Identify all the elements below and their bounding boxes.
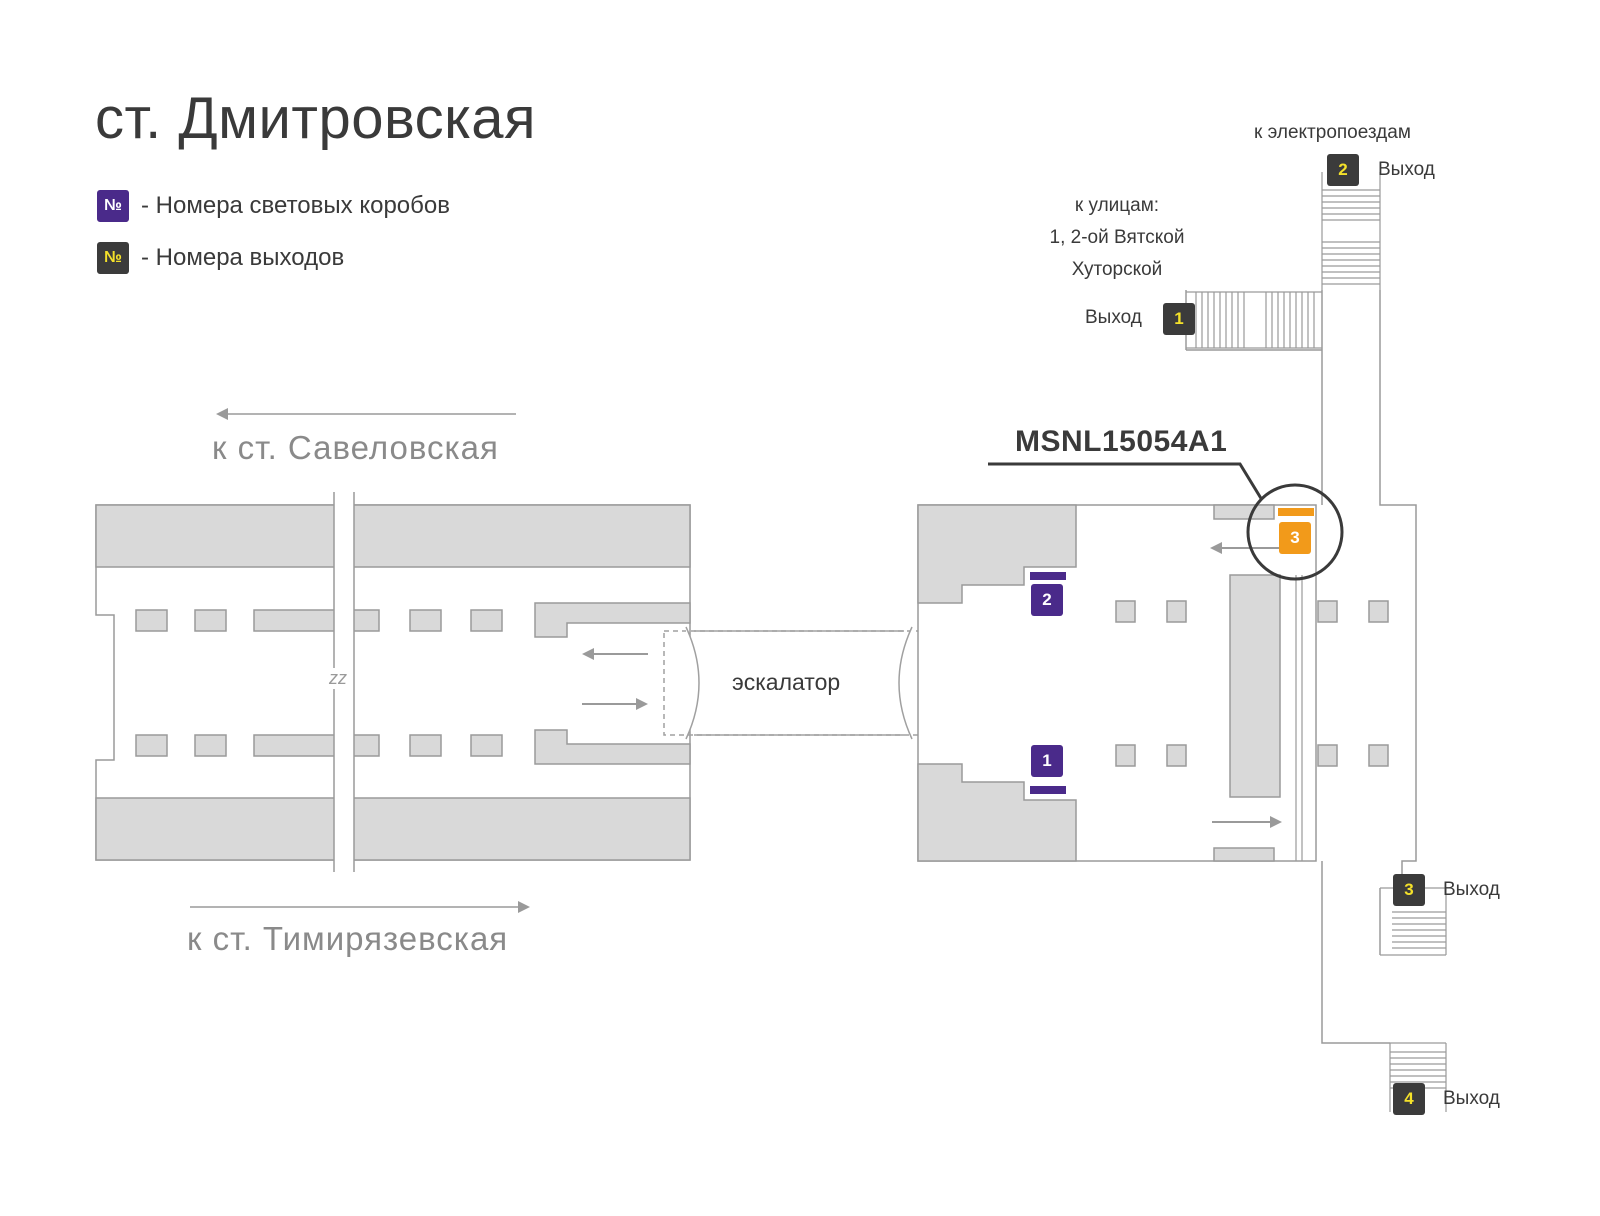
stairs-exit-1 <box>1186 291 1322 349</box>
exit-3-badge: 3 <box>1393 874 1425 906</box>
cash-desk-top <box>1213 504 1275 520</box>
legend-exits-label: - Номера выходов <box>141 244 345 271</box>
to-streets-line-2: 1, 2-ой Вятской <box>1049 227 1185 248</box>
to-streets-label: к улицам: 1, 2-ой Вятской Хуторской <box>1042 190 1192 286</box>
exit-2-badge: 2 <box>1327 154 1359 186</box>
track-break-mark: zz <box>329 668 347 689</box>
exit-2-label: Выход <box>1378 159 1435 180</box>
vestibule-hall <box>917 504 1389 862</box>
exit-3-label: Выход <box>1443 879 1500 900</box>
underground-passage <box>1185 290 1417 1044</box>
to-trains-label: к электропоездам <box>1254 122 1411 143</box>
to-streets-line-1: к улицам: <box>1074 195 1160 216</box>
legend-light-boxes: № - Номера световых коробов <box>97 189 450 223</box>
landing-wall-top <box>534 602 691 638</box>
legend-exits: № - Номера выходов <box>97 241 344 275</box>
light-box-1-badge: 1 <box>1031 745 1063 777</box>
legend-light-boxes-label: - Номера световых коробов <box>141 192 450 219</box>
exit-legend-icon: № <box>97 242 129 274</box>
turnstile-block <box>1229 574 1281 798</box>
exit-1-label: Выход <box>1085 307 1142 328</box>
highlighted-box-code: MSNL15054A1 <box>1015 425 1228 458</box>
stairs-exit-2 <box>1321 172 1381 290</box>
to-streets-line-3: Хуторской <box>1071 259 1163 280</box>
vestibule-columns <box>1115 600 1389 767</box>
vestibule-wall-top <box>917 504 1077 604</box>
light-box-1-bar <box>1030 786 1066 794</box>
page-title: ст. Дмитровская <box>95 86 536 151</box>
exit-4-label: Выход <box>1443 1088 1500 1109</box>
light-box-2-bar <box>1030 572 1066 580</box>
columns-top <box>135 609 503 632</box>
exit-4-badge: 4 <box>1393 1083 1425 1115</box>
platform-hall <box>95 492 691 872</box>
escalator-label: эскалатор <box>732 669 841 695</box>
light-box-legend-icon: № <box>97 190 129 222</box>
cash-desk-bottom <box>1213 847 1275 862</box>
track-bottom <box>95 797 691 861</box>
track-top <box>95 504 691 568</box>
direction-timiryazevskaya: к ст. Тимирязевская <box>187 920 509 957</box>
landing-wall-bottom <box>534 729 691 765</box>
exit-1-badge: 1 <box>1163 303 1195 335</box>
light-box-2-badge: 2 <box>1031 584 1063 616</box>
light-box-3-bar <box>1278 508 1314 516</box>
direction-savelovskaya: к ст. Савеловская <box>212 429 499 466</box>
highlight-circle <box>1246 483 1344 581</box>
light-box-3-badge: 3 <box>1279 522 1311 554</box>
highlight-leader-line <box>988 462 1264 501</box>
vestibule-wall-bottom <box>917 763 1077 862</box>
